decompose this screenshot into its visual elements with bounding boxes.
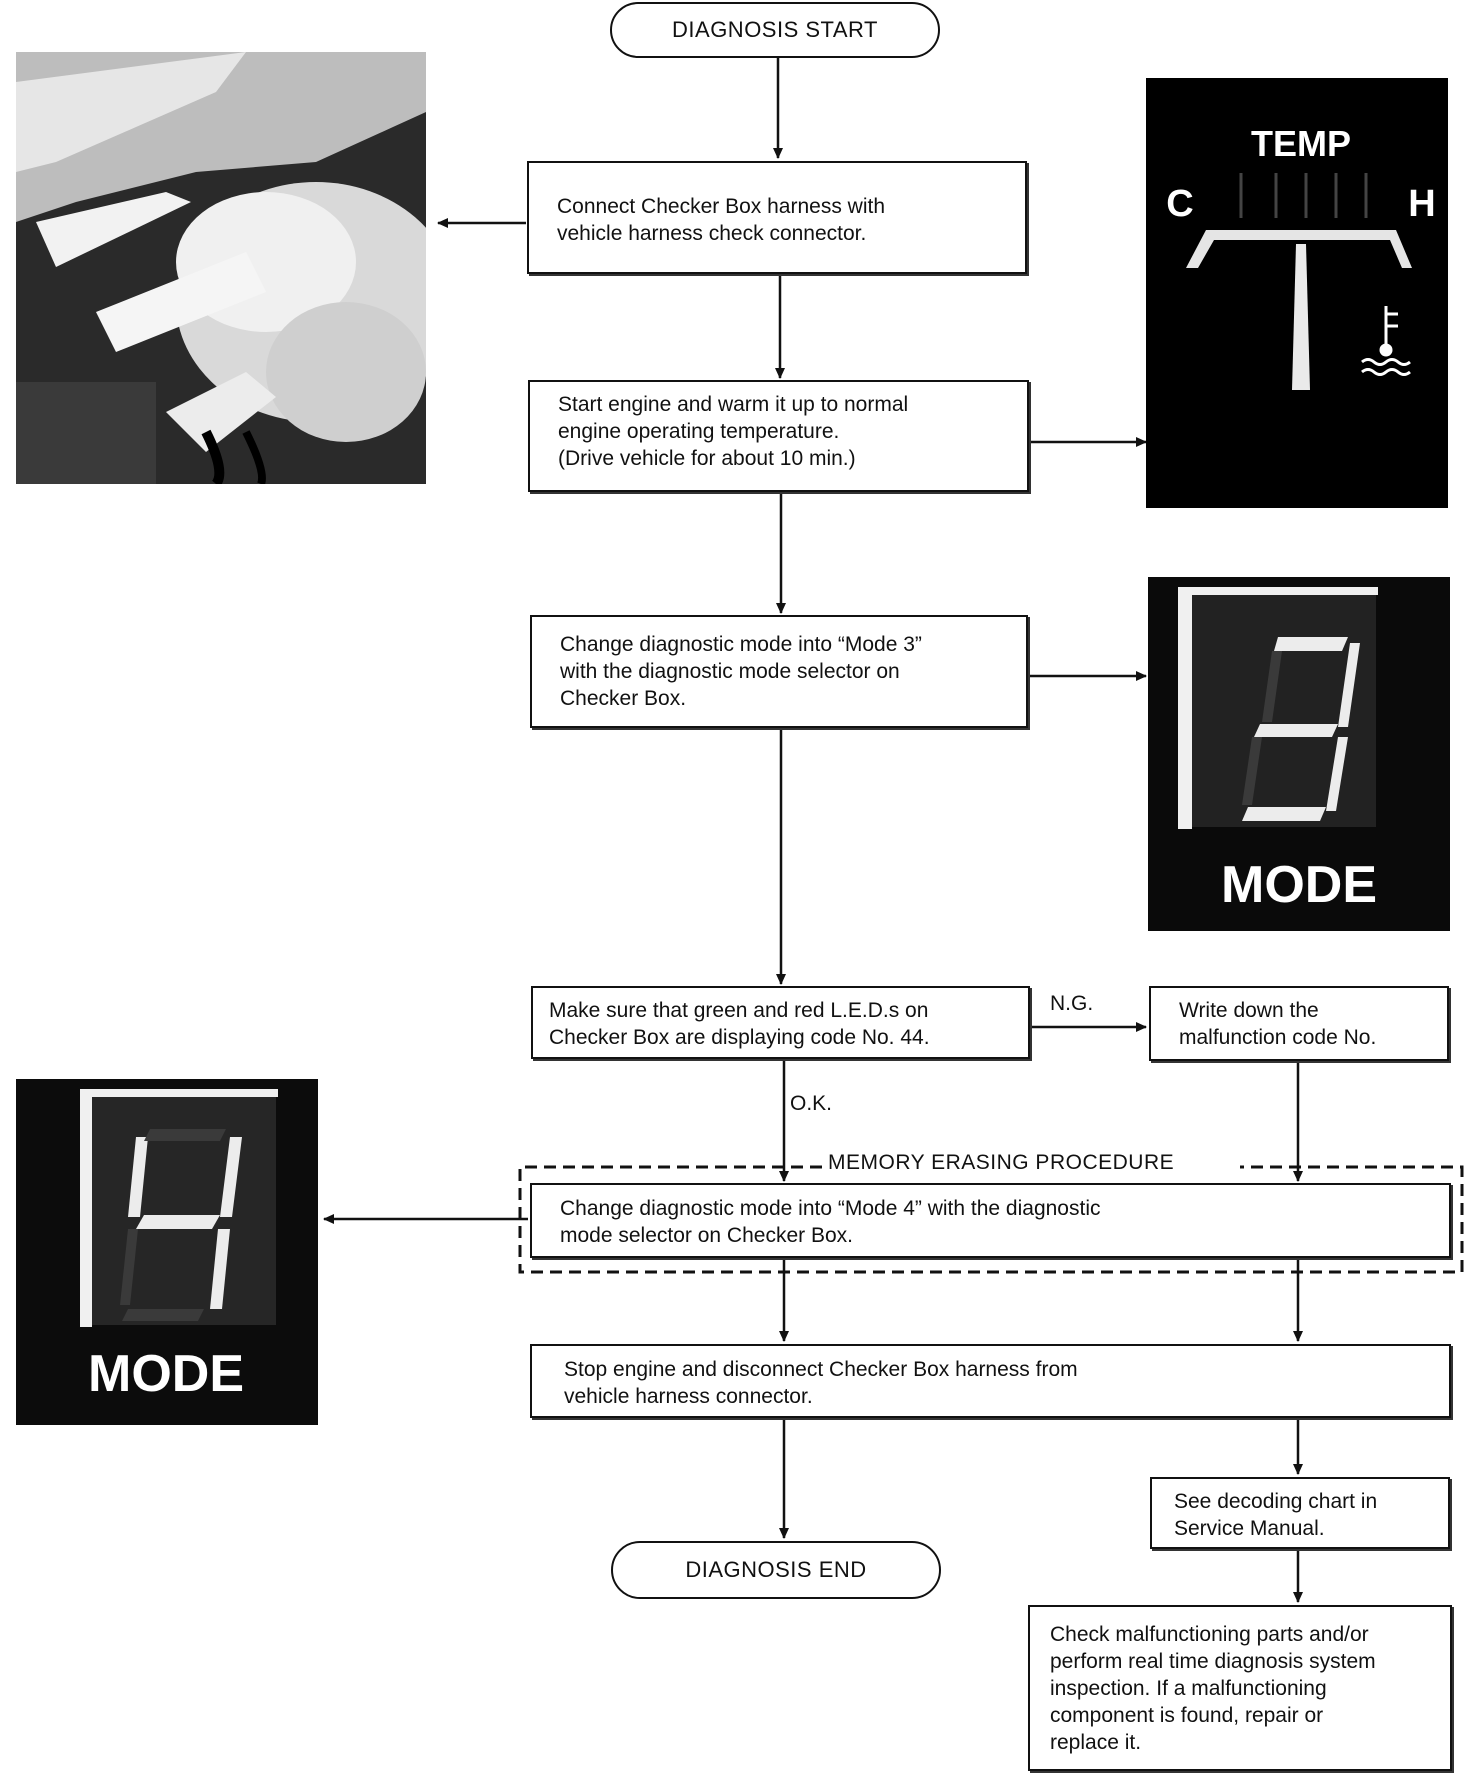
coolant-temp-icon bbox=[1361, 306, 1411, 376]
step-write-code: Write down the malfunction code No. bbox=[1149, 986, 1449, 1061]
step-warm-engine: Start engine and warm it up to normal en… bbox=[528, 380, 1029, 492]
step-connect-harness: Connect Checker Box harness with vehicle… bbox=[527, 161, 1027, 274]
label-ng: N.G. bbox=[1050, 992, 1094, 1016]
step-mode4: Change diagnostic mode into “Mode 4” wit… bbox=[530, 1183, 1451, 1258]
step-repair: Check malfunctioning parts and/or perfor… bbox=[1028, 1605, 1452, 1771]
gauge-title: TEMP bbox=[1251, 123, 1351, 164]
start-terminal: DIAGNOSIS START bbox=[610, 2, 940, 58]
connector-photo bbox=[16, 52, 426, 484]
temp-gauge-image: TEMP C H bbox=[1146, 78, 1448, 508]
memory-erasing-title: MEMORY ERASING PROCEDURE bbox=[822, 1151, 1181, 1175]
mode4-display-image: MODE bbox=[16, 1079, 318, 1425]
gauge-needle bbox=[1292, 244, 1310, 390]
mode3-display-image: MODE bbox=[1148, 577, 1450, 931]
gauge-hot-label: H bbox=[1408, 183, 1435, 225]
step-decoding-chart: See decoding chart in Service Manual. bbox=[1150, 1477, 1450, 1549]
step-check-code-44: Make sure that green and red L.E.D.s on … bbox=[531, 986, 1030, 1059]
memory-erasing-frame bbox=[518, 1165, 1464, 1274]
step-stop-engine: Stop engine and disconnect Checker Box h… bbox=[530, 1344, 1451, 1418]
hand-connector-illustration bbox=[16, 52, 426, 484]
step-mode3: Change diagnostic mode into “Mode 3” wit… bbox=[530, 615, 1028, 728]
mode3-caption: MODE bbox=[1221, 856, 1377, 914]
gauge-cold-label: C bbox=[1166, 183, 1193, 225]
seven-segment-digit-3 bbox=[1242, 637, 1360, 821]
seven-segment-digit-4 bbox=[128, 1137, 242, 1309]
end-terminal: DIAGNOSIS END bbox=[611, 1541, 941, 1599]
mode4-caption: MODE bbox=[88, 1345, 244, 1403]
label-ok: O.K. bbox=[790, 1092, 833, 1116]
